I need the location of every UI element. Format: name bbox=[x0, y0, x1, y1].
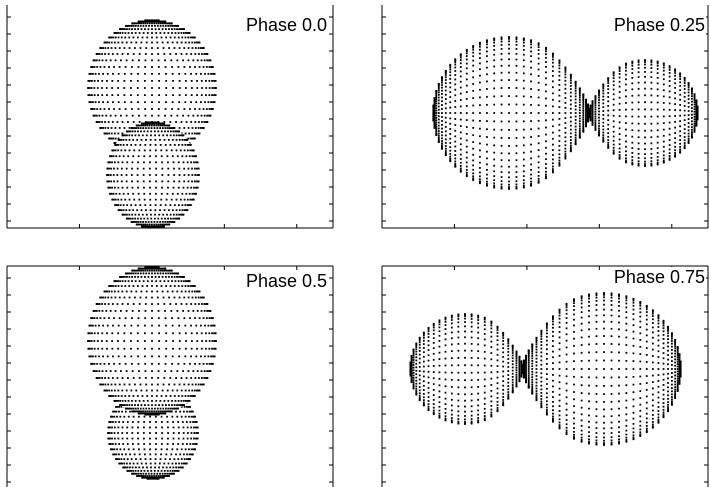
plot-frame bbox=[6, 265, 334, 487]
plot-frame bbox=[6, 5, 334, 229]
plot-frame bbox=[381, 5, 709, 229]
secondary-star bbox=[409, 313, 524, 425]
phase-label: Phase 0.5 bbox=[244, 271, 328, 292]
binary-star-plot-phase-0 bbox=[6, 5, 334, 229]
phase-label: Phase 0.75 bbox=[612, 267, 706, 288]
plot-frame bbox=[381, 265, 709, 487]
primary-star bbox=[87, 266, 217, 416]
primary-star bbox=[432, 36, 591, 190]
binary-star-plot-phase-075 bbox=[381, 265, 709, 487]
panel-phase-0: Phase 0.0 bbox=[0, 0, 340, 232]
primary-star bbox=[87, 19, 217, 157]
secondary-star bbox=[588, 59, 699, 167]
binary-star-plot-phase-025 bbox=[381, 5, 709, 229]
panel-phase-075: Phase 0.75 bbox=[368, 255, 710, 487]
binary-star-plot-phase-05 bbox=[6, 265, 334, 487]
primary-star bbox=[521, 292, 682, 446]
phase-label: Phase 0.25 bbox=[612, 15, 706, 36]
phase-label: Phase 0.0 bbox=[244, 15, 328, 36]
panel-phase-05: Phase 0.5 bbox=[0, 255, 340, 487]
panel-phase-025: Phase 0.25 bbox=[368, 0, 710, 232]
secondary-star bbox=[106, 121, 200, 229]
